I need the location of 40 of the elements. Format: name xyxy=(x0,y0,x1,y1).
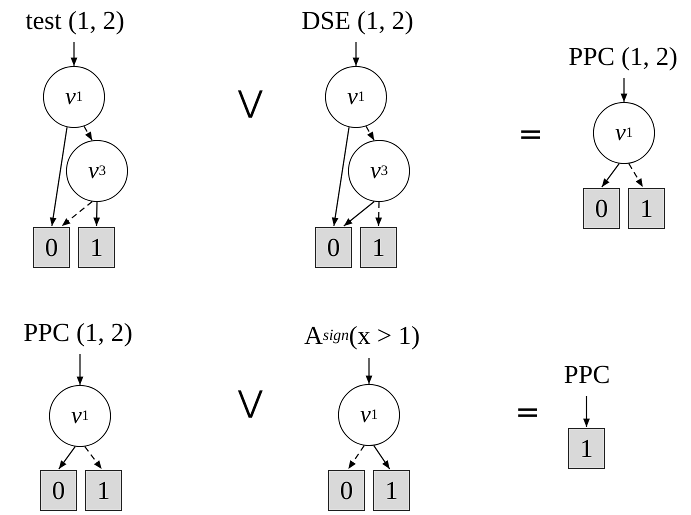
arrow xyxy=(373,445,390,470)
dashed-arrow xyxy=(348,445,365,470)
terminal-box: 0 xyxy=(33,227,70,268)
terminal-box: 0 xyxy=(583,188,620,229)
diagram-heading: PPC xyxy=(556,358,618,392)
dashed-arrow xyxy=(61,201,93,226)
arrow xyxy=(352,42,360,66)
terminal-box: 1 xyxy=(568,428,605,469)
equals-sign: = xyxy=(515,398,540,428)
arrow xyxy=(93,202,100,226)
diagram-heading: PPC (1, 2) xyxy=(555,40,691,74)
diagram-heading: test (1, 2) xyxy=(10,4,140,38)
arrow xyxy=(70,42,78,66)
dashed-arrow xyxy=(84,126,93,141)
terminal-box: 0 xyxy=(40,470,77,511)
arrow xyxy=(366,358,372,384)
terminal-box: 0 xyxy=(315,227,352,268)
or-operator: ⋁ xyxy=(238,388,263,418)
arrow xyxy=(58,446,76,470)
or-operator: ⋁ xyxy=(238,88,263,118)
arrow xyxy=(50,127,68,226)
arrow xyxy=(343,201,375,226)
dashed-arrow xyxy=(366,126,375,141)
arrow xyxy=(620,78,628,102)
diagram-heading: DSE (1, 2) xyxy=(285,4,430,38)
terminal-box: 0 xyxy=(328,470,365,511)
diagram-heading: PPC (1, 2) xyxy=(10,316,146,350)
terminal-box: 1 xyxy=(628,188,665,229)
arrow xyxy=(583,396,590,427)
terminal-box: 1 xyxy=(78,227,115,268)
arrow xyxy=(76,354,84,385)
arrow xyxy=(332,127,350,226)
terminal-box: 1 xyxy=(85,470,122,511)
dashed-arrow xyxy=(628,163,644,188)
dashed-arrow xyxy=(84,446,102,470)
arrow xyxy=(601,163,620,188)
dashed-arrow xyxy=(375,202,382,226)
terminal-box: 1 xyxy=(360,227,397,268)
terminal-box: 1 xyxy=(373,470,410,511)
equals-sign: = xyxy=(518,120,544,150)
